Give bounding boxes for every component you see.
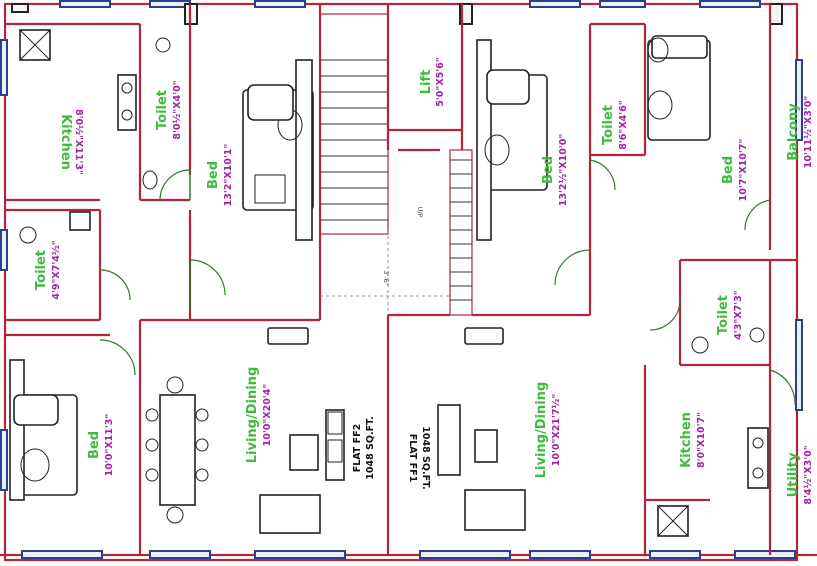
label-toilet-ff2-top: Toilet <box>155 90 170 130</box>
size-bed-ff1-center: 13'2½"X10'0" <box>558 134 569 207</box>
furniture <box>9 29 769 537</box>
dim-corridor: 3'-6" <box>382 270 390 285</box>
label-living-ff2: Living/Dining <box>245 367 260 464</box>
size-kitchen-ff1: 8'0"X10'7" <box>696 412 707 468</box>
label-toilet-ff1-mid: Toilet <box>716 295 731 335</box>
side-windows <box>0 39 803 491</box>
label-flat-ff1: FLAT FF1 <box>407 434 418 483</box>
size-toilet-ff2-top: 8'0½"X4'0" <box>172 80 183 139</box>
size-toilet-ff2-mid: 4'9"X7'4½" <box>51 240 62 299</box>
label-bed-ff1-right: Bed <box>721 156 736 184</box>
label-utility: Utility <box>786 452 801 497</box>
label-balcony: Balcony <box>786 103 801 161</box>
label-toilet-ff2-mid: Toilet <box>34 250 49 290</box>
size-living-ff2: 10'0"X20'4" <box>262 384 273 447</box>
size-bed-ff2-bottom: 10'0"X11'3" <box>104 414 115 477</box>
label-kitchen-ff1: Kitchen <box>679 412 694 468</box>
size-bed-ff2-top: 13'2"X10'1" <box>223 144 234 207</box>
area-flat-ff2: 1048 SQ.FT. <box>365 416 376 479</box>
room-labels: Kitchen 8'0½"X11'3" Toilet 8'0½"X4'0" Be… <box>34 57 814 504</box>
internal-walls-ff1 <box>386 4 797 555</box>
size-lift: 5'0"X5'6" <box>435 57 446 107</box>
size-living-ff1: 10'0"X21'7½" <box>551 394 562 467</box>
size-balcony: 10'11½"X3'0" <box>803 96 814 169</box>
size-toilet-ff1-top: 8'6"X4'6" <box>618 100 629 150</box>
label-living-ff1: Living/Dining <box>534 382 549 479</box>
area-flat-ff1: 1048 SQ.FT. <box>420 426 431 489</box>
label-kitchen-ff2: Kitchen <box>58 114 73 170</box>
label-flat-ff2: FLAT FF2 <box>352 424 363 473</box>
size-bed-ff1-right: 10'7"X10'7" <box>738 139 749 202</box>
label-lift: Lift <box>419 70 434 95</box>
label-bed-ff1-center: Bed <box>541 156 556 184</box>
size-kitchen-ff2: 8'0½"X11'3" <box>73 109 84 175</box>
label-bed-ff2-top: Bed <box>206 161 221 189</box>
label-bed-ff2-bottom: Bed <box>87 431 102 459</box>
doors <box>99 159 796 406</box>
staircase <box>319 13 473 320</box>
dim-landing: U/P <box>416 207 424 218</box>
bottom-windows <box>21 550 796 559</box>
size-toilet-ff1-mid: 4'3"X7'3" <box>733 290 744 340</box>
label-toilet-ff1-top: Toilet <box>601 105 616 145</box>
size-utility: 8'4½"X3'0" <box>803 445 814 504</box>
